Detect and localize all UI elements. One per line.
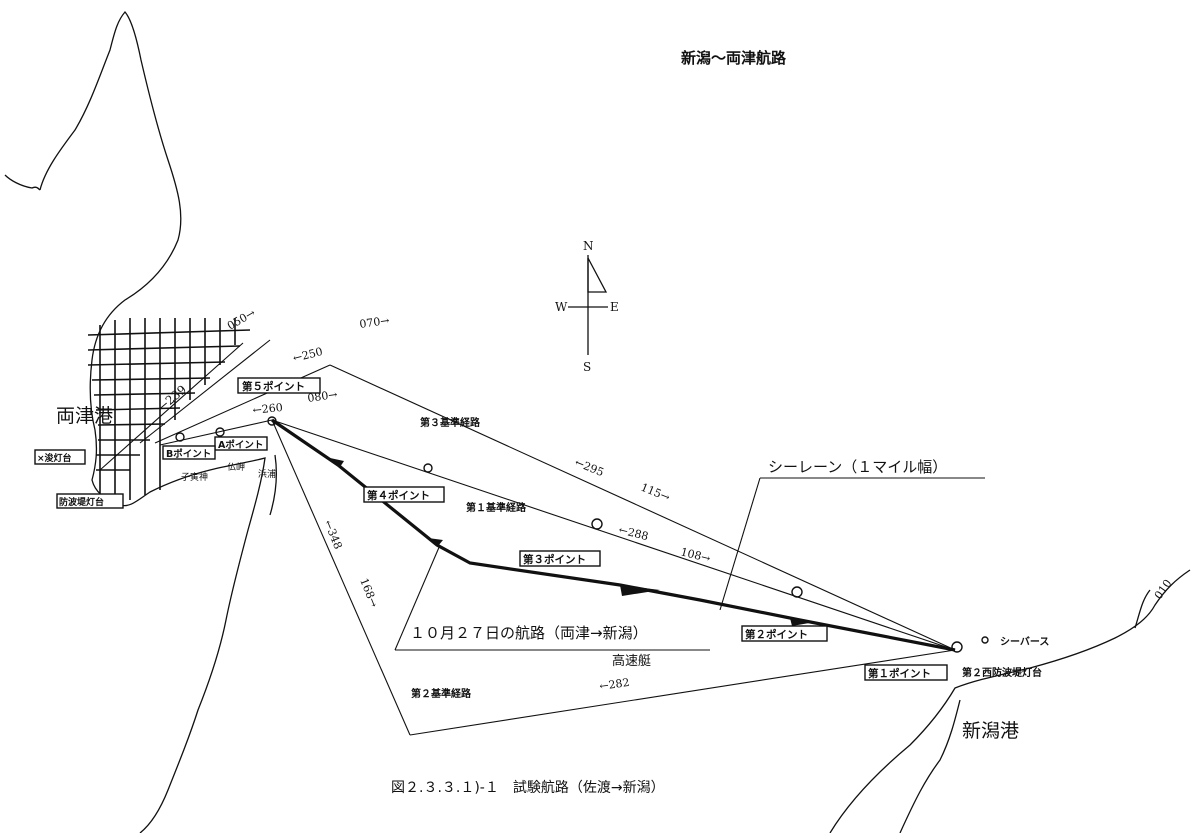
point-2-label: 第２ポイント (745, 628, 808, 641)
ryotsu-port-label: 両津港 (56, 405, 113, 427)
oct27-route-label: １０月２７日の航路（両津→新潟） (410, 624, 648, 642)
point-1-label: 第１ポイント (868, 667, 931, 680)
point-2-box: 第２ポイント (741, 625, 828, 642)
bearing-295: ←295 (573, 456, 606, 479)
lighthouse-left-box: ×浚灯台 (34, 449, 86, 465)
beach-label: 浜浦 (258, 468, 276, 480)
koshin-label: 子寅神 (181, 471, 208, 483)
niigata-port-label: 新潟港 (962, 720, 1019, 742)
route-1-label: 第１基準経路 (466, 501, 527, 514)
map-title: 新潟～両津航路 (681, 49, 787, 67)
route-3-label: 第３基準経路 (420, 416, 481, 429)
lighthouse-left-label: ×浚灯台 (37, 452, 72, 464)
point-3-label: 第３ポイント (523, 553, 586, 566)
sea-lane-label: シーレーン（１マイル幅） (768, 458, 947, 476)
bearing-050: 050→ (225, 306, 258, 332)
bearing-070: 070→ (359, 314, 391, 331)
compass-east: E (610, 300, 619, 314)
bearing-288: ←288 (617, 523, 649, 543)
vessel-type-label: 高速艇 (612, 653, 651, 669)
point-5-box: 第５ポイント (237, 377, 321, 394)
bearing-282: ←282 (599, 676, 631, 693)
compass-south: S (583, 360, 591, 374)
niigata-coastline (829, 569, 1191, 833)
route-2-label: 第２基準経路 (411, 687, 472, 700)
compass: N S E W (555, 239, 619, 374)
point-5-label: 第５ポイント (242, 380, 305, 393)
bearing-115: 115→ (639, 481, 672, 504)
bearing-080: 080→ (307, 388, 339, 405)
sado-coastline (4, 11, 277, 833)
point-b-label: Bポイント (166, 448, 211, 460)
compass-north: N (583, 239, 594, 253)
oct27-route (271, 418, 956, 652)
waypoint-markers (175, 416, 989, 653)
route-arrows (330, 458, 815, 626)
reference-routes (99, 339, 985, 736)
breakwater-left-label: 防波堤灯台 (59, 496, 104, 508)
bay-grid (87, 318, 251, 500)
compass-west: W (555, 300, 568, 314)
bearing-348: ←348 (321, 518, 344, 551)
bearing-250: ←250 (292, 345, 324, 365)
point-4-box: 第４ポイント (363, 486, 445, 503)
hotoke-label: 仏岬 (227, 462, 245, 473)
bearing-010: 010 (1152, 577, 1175, 602)
point-a-label: Aポイント (218, 439, 263, 451)
point-1-box: 第１ポイント (864, 664, 948, 681)
point-3-box: 第３ポイント (519, 550, 601, 567)
breakwater-lighthouse-label: 第２西防波堤灯台 (962, 666, 1042, 679)
bearing-168: 168→ (357, 576, 380, 609)
point-4-label: 第４ポイント (367, 489, 430, 502)
bearing-260: ←260 (252, 401, 283, 417)
figure-caption: 図２.３.３.１)-１ 試験航路（佐渡→新潟） (391, 780, 665, 796)
seaberth-label: シーバース (1000, 636, 1049, 648)
point-a-box: Aポイント (214, 436, 268, 451)
point-b-box: Bポイント (162, 445, 216, 460)
breakwater-left-box: 防波堤灯台 (56, 493, 124, 509)
